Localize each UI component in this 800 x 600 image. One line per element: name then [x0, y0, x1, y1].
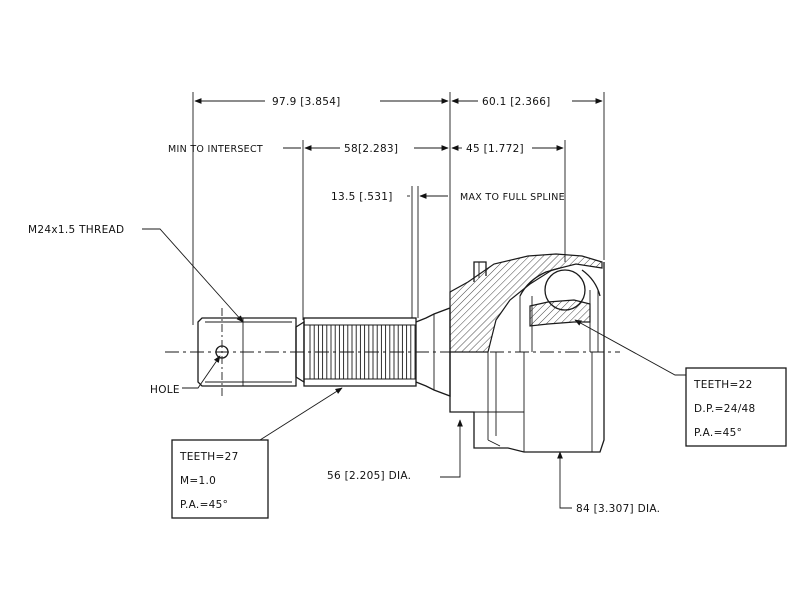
- bell-housing-section: [449, 253, 603, 353]
- inner-race: [519, 267, 601, 352]
- spec-box-right: TEETH=22 D.P.=24/48 P.A.=45°: [685, 367, 787, 447]
- dim-spline-length: 58[2.283]: [344, 143, 398, 155]
- dim-right-45: 45 [1.772]: [466, 143, 524, 155]
- extension-lines: [192, 92, 605, 330]
- dim-overall-left: 97.9 [3.854]: [272, 96, 341, 108]
- spec-left-teeth: TEETH=27: [179, 451, 239, 463]
- spec-left-pa: P.A.=45°: [180, 499, 228, 511]
- spec-right-teeth: TEETH=22: [693, 379, 753, 391]
- spec-right-dp: D.P.=24/48: [694, 403, 756, 415]
- bell-housing-lower: [449, 262, 605, 453]
- ball-bearing: [544, 269, 586, 311]
- spec-left-module: M=1.0: [180, 475, 216, 487]
- dim-min-intersect: MIN TO INTERSECT: [168, 144, 263, 155]
- leader-lines: [142, 228, 686, 509]
- dim-56-dia: 56 [2.205] DIA.: [327, 470, 411, 482]
- dimension-labels: 97.9 [3.854] 60.1 [2.366] MIN TO INTERSE…: [28, 96, 660, 515]
- spec-right-pa: P.A.=45°: [694, 427, 742, 439]
- dim-84-dia: 84 [3.307] DIA.: [576, 503, 660, 515]
- splined-shaft: [303, 317, 417, 387]
- dim-overall-right: 60.1 [2.366]: [482, 96, 551, 108]
- dimension-lines: [194, 98, 603, 199]
- threaded-stub: [197, 317, 297, 387]
- dim-hole: HOLE: [150, 384, 180, 396]
- dim-thread: M24x1.5 THREAD: [28, 224, 124, 236]
- dim-max-full-spline: MAX TO FULL SPLINE: [460, 192, 565, 203]
- dim-13-5: 13.5 [.531]: [331, 191, 393, 203]
- spec-box-left: TEETH=27 M=1.0 P.A.=45°: [171, 439, 269, 519]
- hole-circle: [215, 345, 229, 359]
